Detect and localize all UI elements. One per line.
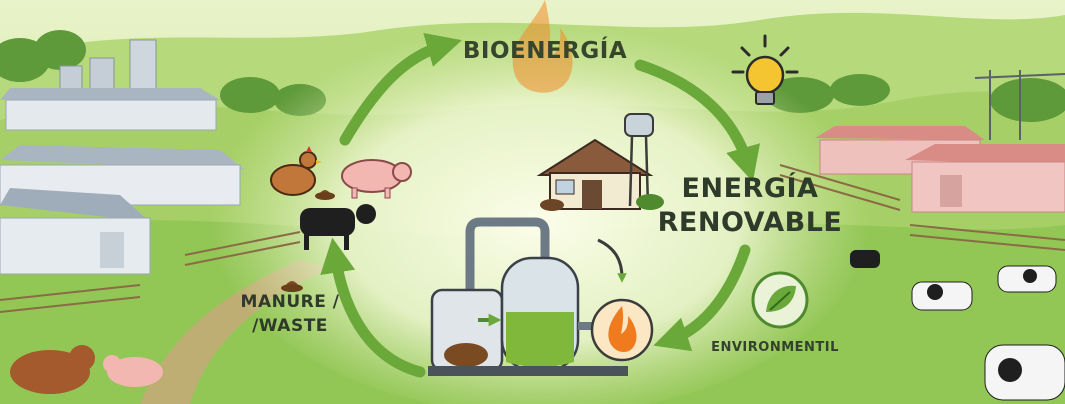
arrow-waste-to-bioenergy [339, 32, 462, 146]
manure-icon [281, 281, 303, 292]
chicken-icon [270, 146, 322, 196]
light-bulb-icon [731, 34, 799, 105]
center-glow [210, 15, 870, 404]
fence [909, 224, 1065, 251]
fence [184, 231, 301, 266]
barn-door [940, 175, 962, 207]
arrow-bioenergy-to-renewable [634, 59, 761, 182]
arrow-digester-to-waste [320, 237, 426, 378]
barn-wall [5, 99, 217, 131]
barn-door [100, 232, 124, 268]
small-arrow [597, 238, 627, 283]
left-farm [0, 39, 301, 313]
manure-icon [315, 190, 335, 200]
renewable-energy-label-line1: ENERGÍA [681, 173, 819, 204]
bioenergy-label: BIOENERGÍA [462, 38, 628, 64]
fire-icon [512, 0, 573, 93]
barn-roof [0, 88, 220, 100]
barn-roof [0, 188, 150, 222]
barn-roof [815, 126, 985, 140]
barn-roof [0, 145, 245, 170]
silo [89, 57, 115, 91]
pig-icon [341, 159, 412, 199]
house-icon [536, 138, 654, 211]
manure-waste-label-line2: /WASTE [252, 316, 328, 336]
right-farm [779, 70, 1065, 251]
cow-icon [300, 204, 376, 250]
silo [129, 39, 157, 91]
leaf-badge-icon [751, 271, 809, 329]
pipe [578, 322, 598, 330]
renewable-energy-label: ENERGÍA RENOVABLE [640, 172, 860, 240]
manure-waste-label-line1: MANURE / [240, 292, 340, 312]
power-line [974, 70, 1065, 140]
pig-left-foreground [103, 355, 163, 387]
barn-wall [911, 161, 1065, 213]
gas-pipe [465, 217, 550, 300]
fire-icon [590, 298, 654, 362]
dirt-path [140, 260, 330, 404]
digester-base [428, 366, 628, 376]
manure-pile [444, 343, 488, 367]
silo [59, 65, 83, 91]
barn-wall [0, 217, 151, 275]
cycle-arrows [320, 32, 761, 378]
silo-icon [624, 113, 664, 210]
cow-right-middle [850, 250, 1057, 311]
barn-roof [905, 144, 1065, 165]
fence [779, 164, 901, 211]
manure-waste-label: MANURE / /WASTE [215, 290, 365, 338]
cow-left-foreground [10, 345, 95, 394]
cow-right-foreground [984, 344, 1065, 401]
digester-liquid [506, 312, 574, 367]
biodigester [428, 217, 628, 376]
renewable-energy-label-line2: RENOVABLE [657, 207, 843, 238]
fence [0, 284, 141, 313]
arrow-renewable-to-digester [653, 244, 751, 352]
environment-label: ENVIRONMENTIL [711, 340, 839, 355]
